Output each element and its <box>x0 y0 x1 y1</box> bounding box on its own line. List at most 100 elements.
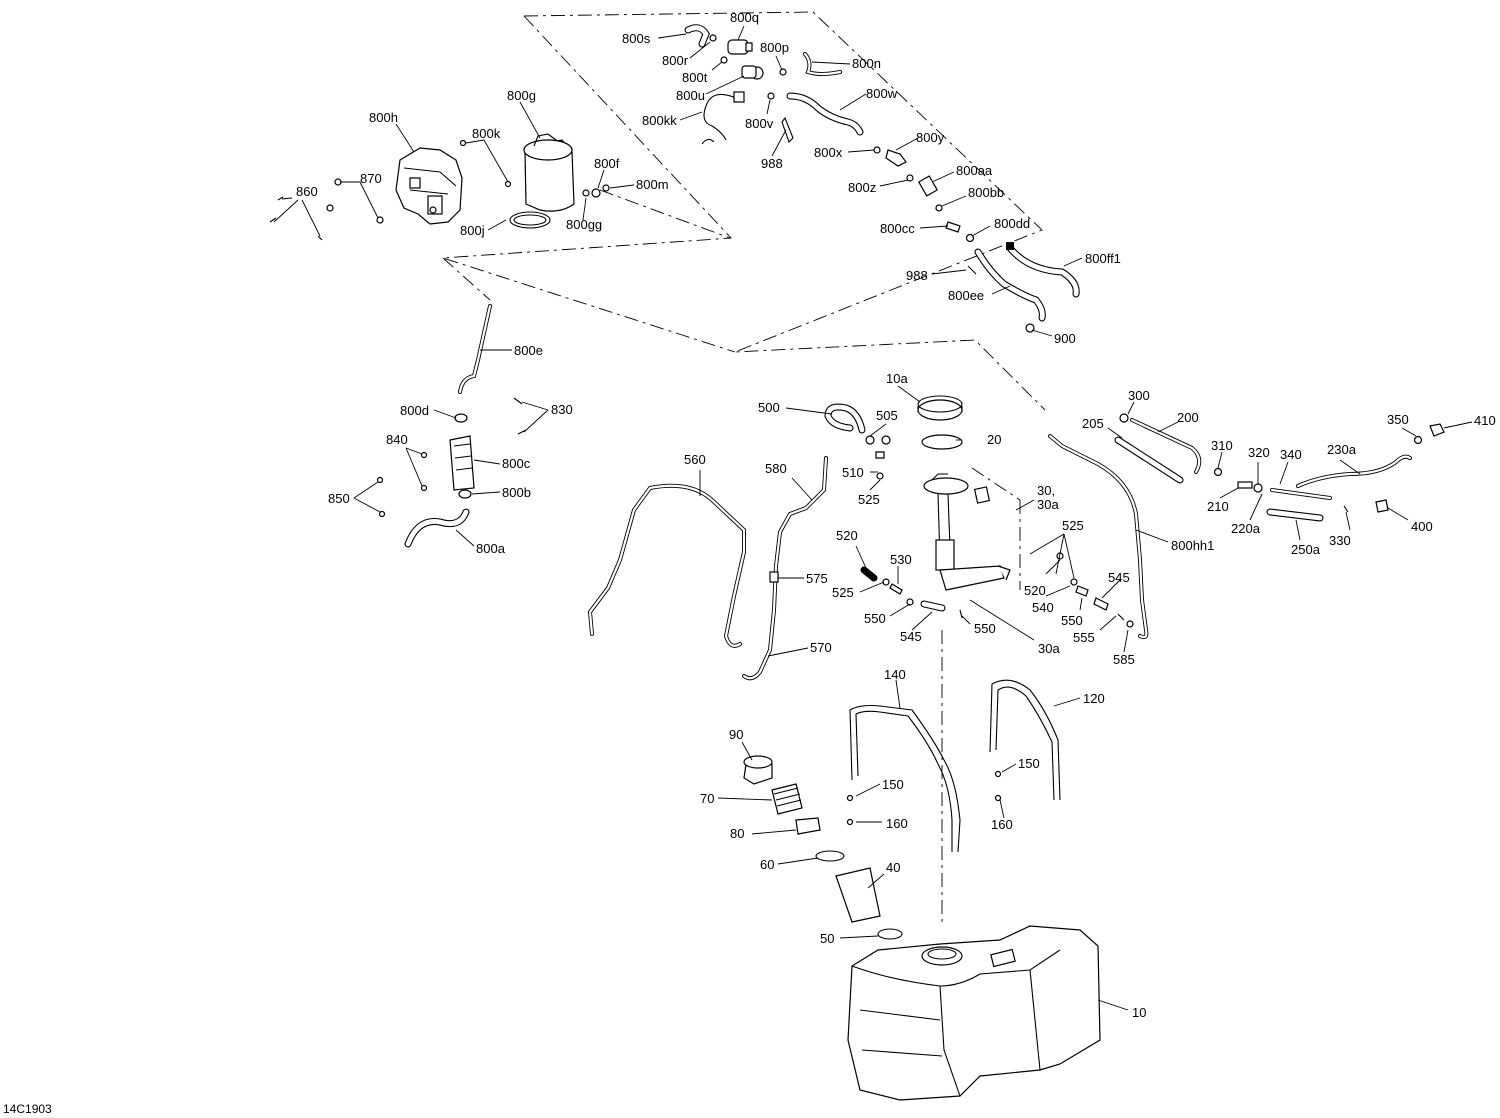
callout-800h: 800h <box>369 110 398 125</box>
callout-520-left: 520 <box>836 528 858 543</box>
callout-525-c: 525 <box>1062 518 1084 533</box>
callout-800b: 800b <box>502 485 531 500</box>
callout-800u: 800u <box>676 88 705 103</box>
callout-800k: 800k <box>472 126 501 141</box>
callout-150-left: 150 <box>882 777 904 792</box>
callout-800m: 800m <box>636 177 669 192</box>
purge-valve-group <box>684 24 1080 333</box>
callout-860: 860 <box>296 184 318 199</box>
right-hose-group <box>1114 413 1445 522</box>
callout-550-mid: 550 <box>974 621 996 636</box>
callout-800bb: 800bb <box>968 185 1004 200</box>
assembly-outline-lines <box>442 11 1046 925</box>
callout-20: 20 <box>987 432 1001 447</box>
callout-800x: 800x <box>814 145 843 160</box>
callout-800d: 800d <box>400 403 429 418</box>
callout-30a-bottom: 30a <box>1038 641 1060 656</box>
callout-800ee: 800ee <box>948 288 984 303</box>
callout-800v: 800v <box>745 116 774 131</box>
callout-800dd: 800dd <box>994 216 1030 231</box>
fuel-tank <box>847 925 1101 1101</box>
callout-988-mid: 988 <box>906 268 928 283</box>
callout-555: 555 <box>1073 630 1095 645</box>
feed-line <box>1048 434 1149 640</box>
callout-800n: 800n <box>852 56 881 71</box>
callout-800y: 800y <box>916 130 945 145</box>
callout-500: 500 <box>758 400 780 415</box>
callout-250a: 250a <box>1291 542 1321 557</box>
callout-800j: 800j <box>460 223 485 238</box>
callout-575: 575 <box>806 571 828 586</box>
callout-800q: 800q <box>730 10 759 25</box>
callout-800z: 800z <box>848 180 876 195</box>
callout-800aa: 800aa <box>956 163 993 178</box>
callout-800r: 800r <box>662 53 689 68</box>
callout-350: 350 <box>1387 412 1409 427</box>
callout-800p: 800p <box>760 40 789 55</box>
callout-800ff1: 800ff1 <box>1085 251 1121 266</box>
callout-800gg: 800gg <box>566 217 602 232</box>
tank-straps <box>846 679 1061 853</box>
callout-800s: 800s <box>622 31 651 46</box>
callout-545-right: 545 <box>1108 570 1130 585</box>
callout-200: 200 <box>1177 410 1199 425</box>
callout-800t: 800t <box>682 70 708 85</box>
callout-830: 830 <box>551 402 573 417</box>
callout-550-right: 550 <box>1061 613 1083 628</box>
callout-80: 80 <box>730 826 744 841</box>
callout-210: 210 <box>1207 499 1229 514</box>
callout-300: 300 <box>1128 388 1150 403</box>
callout-150-right: 150 <box>1018 756 1040 771</box>
vent-line-and-filter <box>376 304 527 548</box>
callout-800kk: 800kk <box>642 113 677 128</box>
callout-410: 410 <box>1474 413 1496 428</box>
callout-400: 400 <box>1411 519 1433 534</box>
callout-340: 340 <box>1280 447 1302 462</box>
callout-220a: 220a <box>1231 521 1261 536</box>
leader-lines <box>273 25 1473 1011</box>
callout-800a: 800a <box>476 541 506 556</box>
callout-800cc: 800cc <box>880 221 915 236</box>
callout-320: 320 <box>1248 445 1270 460</box>
evap-canister <box>459 133 610 229</box>
callout-988-top: 988 <box>761 156 783 171</box>
callout-40: 40 <box>886 860 900 875</box>
callout-850: 850 <box>328 491 350 506</box>
callout-900: 900 <box>1054 331 1076 346</box>
vent-tubes <box>587 456 828 681</box>
callout-230a: 230a <box>1327 442 1357 457</box>
callout-530: 530 <box>890 552 912 567</box>
callout-800e: 800e <box>514 343 543 358</box>
callout-310: 310 <box>1211 438 1233 453</box>
callout-525-a: 525 <box>858 492 880 507</box>
callout-labels: 800s 800q 800r 800p 800t 800n 800u 800w … <box>3 10 1496 1116</box>
callout-840: 840 <box>386 432 408 447</box>
callout-205: 205 <box>1082 416 1104 431</box>
callout-30a-top: 30a <box>1037 497 1059 512</box>
callout-570: 570 <box>810 640 832 655</box>
filler-neck-group <box>743 755 903 940</box>
callout-50: 50 <box>820 931 834 946</box>
callout-525-b: 525 <box>832 585 854 600</box>
callout-545-left: 545 <box>900 629 922 644</box>
callout-10: 10 <box>1132 1005 1146 1020</box>
callout-560: 560 <box>684 452 706 467</box>
callout-70: 70 <box>700 791 714 806</box>
callout-800g: 800g <box>507 88 536 103</box>
callout-540: 540 <box>1032 600 1054 615</box>
callout-510: 510 <box>842 465 864 480</box>
fuel-pump-module <box>824 395 1011 619</box>
callout-800w: 800w <box>866 86 898 101</box>
callout-90: 90 <box>729 727 743 742</box>
callout-585: 585 <box>1113 652 1135 667</box>
callout-800f: 800f <box>594 156 620 171</box>
callout-160-right: 160 <box>991 817 1013 832</box>
callout-505: 505 <box>876 408 898 423</box>
callout-800hh1: 800hh1 <box>1171 538 1214 553</box>
diagram-id: 14C1903 <box>3 1102 52 1116</box>
callout-580: 580 <box>765 461 787 476</box>
callout-120: 120 <box>1083 691 1105 706</box>
callout-160-left: 160 <box>886 816 908 831</box>
evap-bracket-assembly <box>269 147 463 241</box>
